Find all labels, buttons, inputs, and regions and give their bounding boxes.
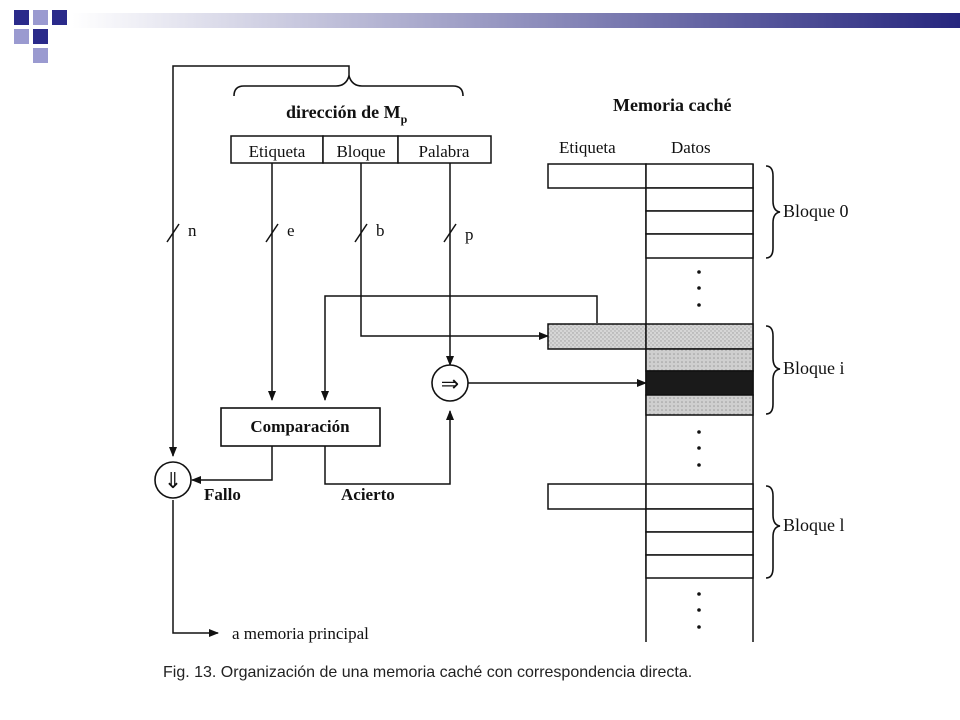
word-selector-icon — [431, 364, 469, 402]
ellipsis-dots — [697, 270, 701, 629]
block-i-label: Bloque i — [783, 358, 845, 378]
column-etiqueta: Etiqueta — [559, 138, 616, 157]
figure-caption: Fig. 13. Organización de una memoria cac… — [163, 664, 692, 681]
bus-label-b: b — [376, 221, 385, 240]
slide-header-bar — [72, 13, 960, 28]
field-bloque: Bloque — [336, 142, 385, 161]
comparator-label: Comparación — [250, 417, 350, 436]
address-register — [230, 135, 492, 164]
mux-icon — [154, 461, 192, 499]
block-braces — [765, 165, 781, 579]
column-datos: Datos — [671, 138, 711, 157]
word-selector-symbol: ⇒ — [441, 371, 459, 396]
mux-symbol: ⇓ — [164, 468, 182, 493]
block-l-rows — [547, 483, 754, 579]
bus-label-p: p — [465, 225, 474, 244]
slide-logo — [14, 10, 67, 63]
cache-title: Memoria caché — [613, 95, 731, 115]
address-brace — [233, 73, 464, 97]
bus-label-n: n — [188, 221, 197, 240]
acierto-label: Acierto — [341, 485, 395, 504]
field-palabra: Palabra — [419, 142, 470, 161]
wires — [169, 65, 647, 637]
fallo-label: Fallo — [204, 485, 241, 504]
address-title: dirección de Mp — [286, 102, 408, 126]
output-label: a memoria principal — [232, 624, 369, 643]
bus-label-e: e — [287, 221, 295, 240]
block-i-rows — [547, 323, 754, 416]
block-l-label: Bloque l — [783, 515, 845, 535]
block-0-label: Bloque 0 — [783, 201, 849, 221]
field-etiqueta: Etiqueta — [249, 142, 306, 161]
block-0-rows — [547, 163, 754, 259]
bus-slashes — [166, 223, 457, 243]
comparator-box — [220, 407, 381, 447]
